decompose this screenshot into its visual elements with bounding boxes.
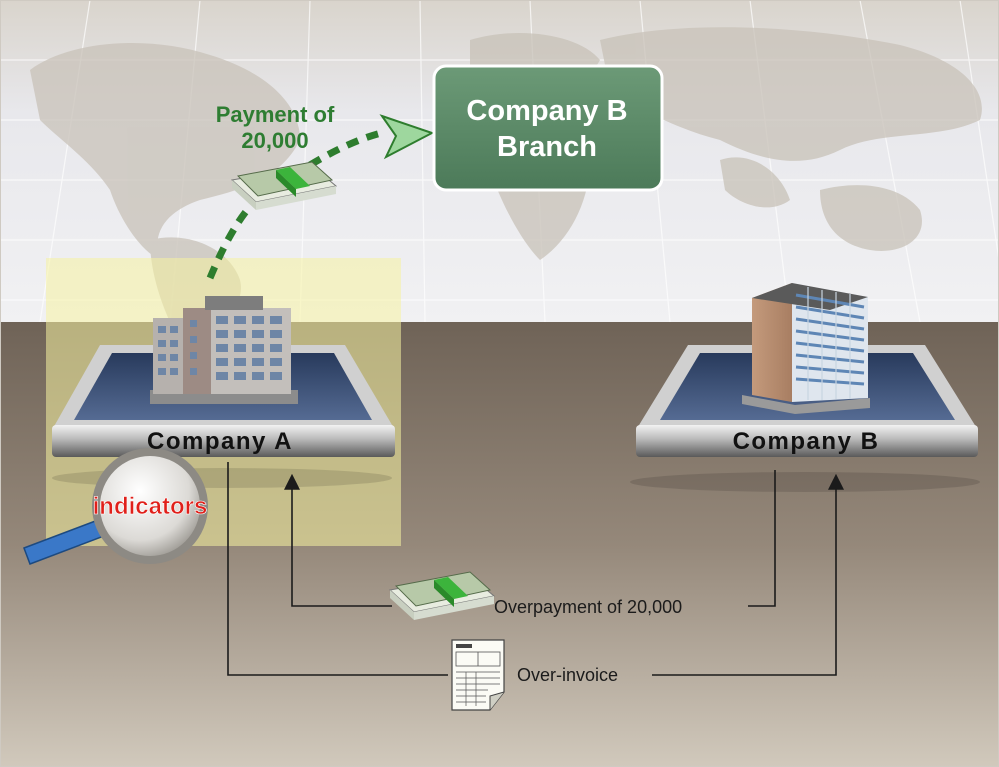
payment-label-line-1: Payment of [216, 102, 335, 127]
overpayment-line [748, 470, 776, 607]
branch-label-line-2: Branch [497, 131, 597, 163]
flow-lines [227, 462, 844, 676]
over-invoice-label: Over-invoice [517, 665, 618, 685]
magnifying-glass-icon [23, 448, 208, 565]
over-invoice-line [227, 462, 448, 676]
over-invoice-arrow [652, 473, 844, 676]
branch-label-line-1: Company B [466, 95, 627, 127]
money-stack-icon [388, 571, 496, 620]
office-building-icon [150, 296, 298, 404]
overpayment-arrow [284, 473, 392, 607]
payment-label-line-2: 20,000 [241, 128, 308, 153]
overpayment-label: Overpayment of 20,000 [494, 597, 682, 617]
payment-arrow [206, 114, 435, 280]
glass-tower-icon [742, 283, 870, 414]
company-a-label: Company A [147, 428, 293, 455]
money-stack-icon [230, 161, 338, 210]
invoice-document-icon [451, 639, 505, 711]
company-b-label: Company B [733, 428, 880, 455]
indicators-label: indicators [93, 493, 208, 520]
payment-arrow-head [379, 114, 435, 160]
company-b-branch-box [432, 64, 664, 192]
